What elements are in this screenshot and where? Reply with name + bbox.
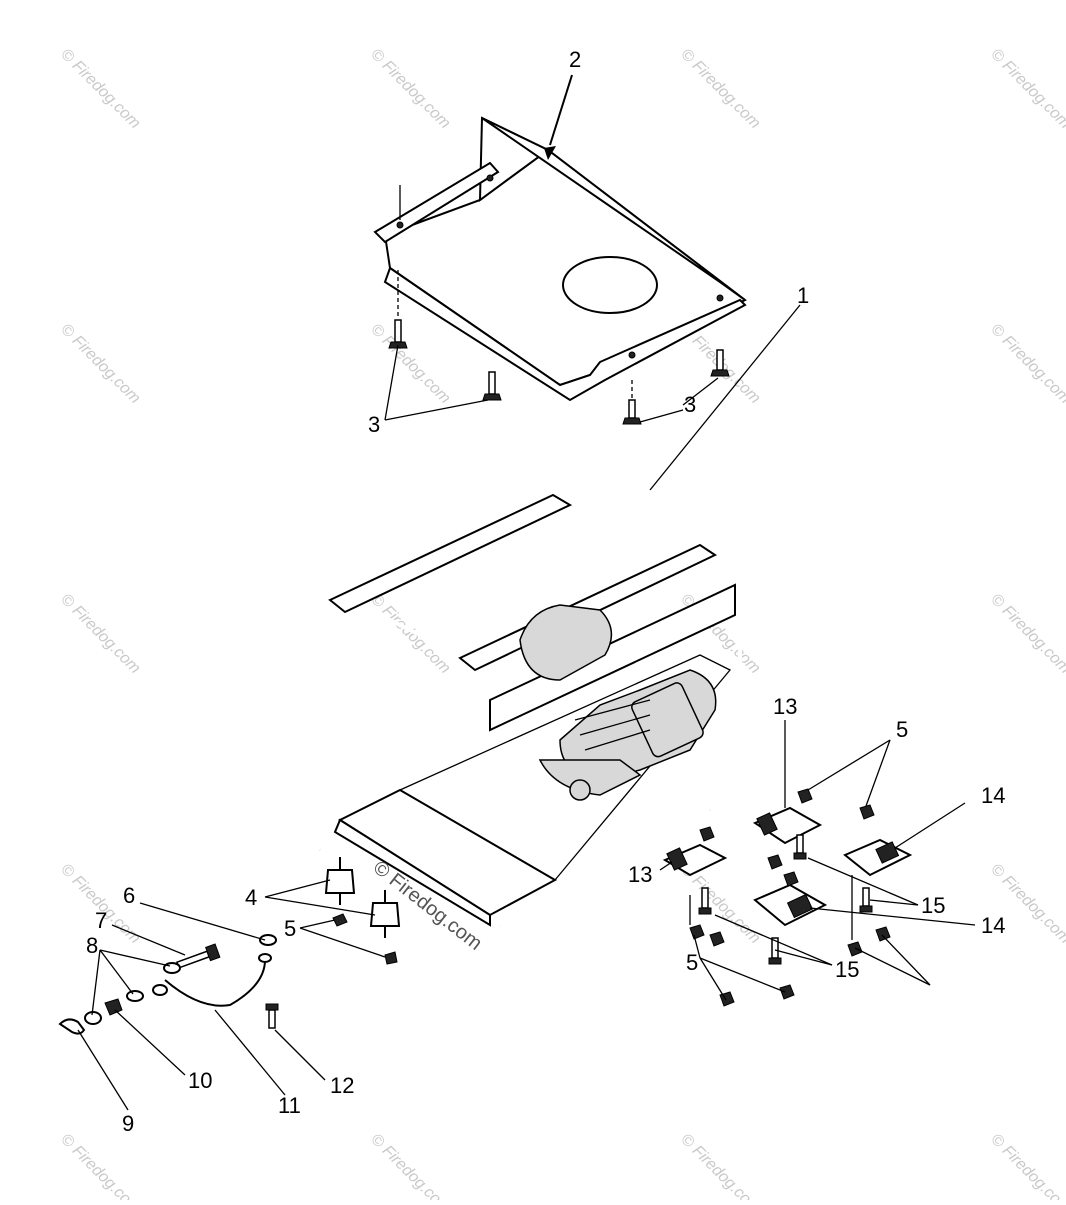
nut (699, 826, 715, 842)
top-cover-panel (373, 116, 747, 402)
nut (859, 804, 875, 820)
ground-wire (164, 959, 266, 1007)
watermark: © Firedog.com (367, 321, 453, 407)
watermark: © Firedog.com (987, 1131, 1066, 1200)
callout-14: 14 (981, 913, 1005, 938)
washer (84, 1011, 102, 1025)
nut (709, 931, 725, 947)
callout-6: 6 (123, 883, 135, 908)
callout-2: 2 (569, 47, 581, 72)
bolt (859, 887, 873, 913)
callout-3: 3 (684, 392, 696, 417)
leader-lines (77, 74, 976, 1111)
callout-11: 11 (278, 1093, 301, 1118)
callout-labels: 1 2 3 3 4 5 5 5 6 7 8 9 10 11 12 13 13 1… (86, 47, 1005, 1136)
callout-9: 9 (122, 1111, 134, 1136)
nut (847, 941, 863, 957)
rubber-mount (369, 890, 401, 938)
nut (779, 984, 795, 1000)
watermark: © Firedog.com (987, 321, 1066, 407)
washer (126, 990, 144, 1002)
nut (332, 913, 348, 927)
rubber-mount (324, 857, 356, 905)
callout-10: 10 (188, 1068, 212, 1093)
nut (689, 924, 705, 940)
wing-nut (58, 1018, 86, 1035)
ground-nut (104, 998, 123, 1016)
callout-3: 3 (368, 412, 380, 437)
bolt (793, 834, 807, 860)
callout-4: 4 (245, 885, 257, 910)
watermark: © Firedog.com (367, 1131, 453, 1200)
callout-15: 15 (921, 893, 945, 918)
watermark: © Firedog.com (987, 46, 1066, 132)
callout-12: 12 (330, 1073, 354, 1098)
nut (783, 871, 799, 887)
watermark: © Firedog.com (677, 46, 763, 132)
bolt (698, 887, 712, 915)
nut (797, 788, 813, 804)
callout-5: 5 (896, 717, 908, 742)
callout-13: 13 (628, 862, 652, 887)
washer (163, 962, 181, 974)
watermark: © Firedog.com (57, 321, 143, 407)
callout-15: 15 (835, 957, 859, 982)
right-bracket-assembly (662, 788, 913, 1007)
engine-block (519, 604, 717, 801)
washer (259, 934, 277, 946)
watermark: © Firedog.com (987, 591, 1066, 677)
nut (875, 926, 891, 942)
callout-1: 1 (797, 283, 809, 308)
cover-bolts (388, 270, 730, 425)
callout-5: 5 (686, 950, 698, 975)
callout-13: 13 (773, 694, 797, 719)
watermark: © Firedog.com (367, 591, 453, 677)
callout-5: 5 (284, 916, 296, 941)
bolt (622, 399, 642, 425)
nut (384, 951, 398, 965)
watermark: © Firedog.com (57, 591, 143, 677)
ground-bolt (176, 943, 221, 969)
bolt (710, 349, 730, 377)
watermark: © Firedog.com (677, 1131, 763, 1200)
watermark: © Firedog.com (57, 46, 143, 132)
rubber-mounts (324, 857, 401, 965)
watermark: © Firedog.com (367, 46, 453, 132)
watermark: © Firedog.com (57, 1131, 143, 1200)
bolt (482, 371, 502, 401)
callout-14: 14 (981, 783, 1005, 808)
washer (152, 984, 168, 996)
callout-8: 8 (86, 933, 98, 958)
nut (767, 854, 783, 870)
bolt (768, 937, 782, 965)
screw (265, 1003, 279, 1029)
callout-7: 7 (95, 908, 107, 933)
